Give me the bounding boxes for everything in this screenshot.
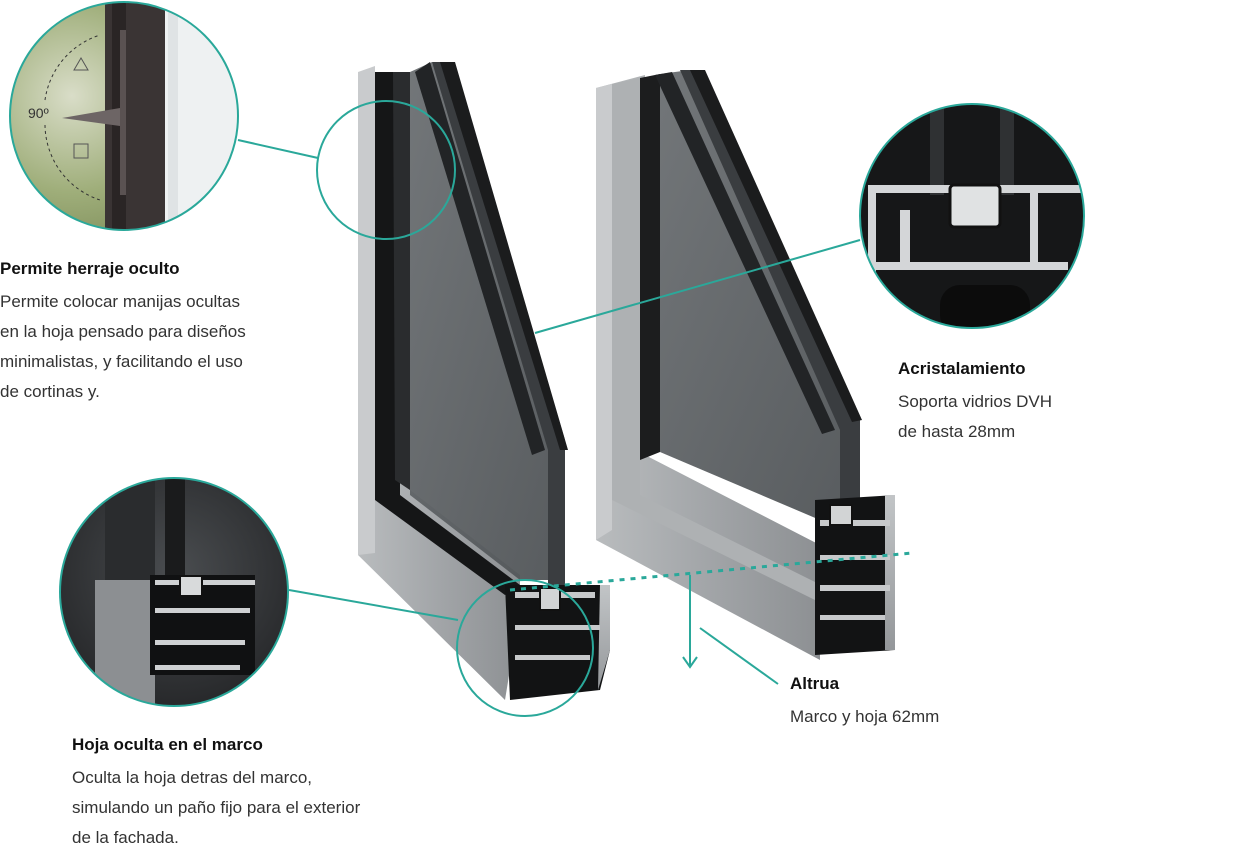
feature-text-line: en la hoja pensado para diseños: [0, 322, 246, 341]
connector-hardware: [237, 139, 319, 159]
feature-title: Hoja oculta en el marco: [72, 735, 263, 754]
feature-text-line: de hasta 28mm: [898, 422, 1016, 441]
right-window-profile: [596, 70, 895, 660]
feature-text-line: Soporta vidrios DVH: [898, 392, 1053, 411]
height-dimension: [509, 551, 913, 685]
callout-ring-hardware: [316, 100, 456, 240]
left-window-profile: [358, 62, 610, 700]
callout-ring-leaf: [456, 579, 594, 717]
feature-text-line: simulando un paño fijo para el exterior: [72, 798, 361, 817]
feature-text-line: de cortinas y.: [0, 382, 100, 401]
feature-text-line: minimalistas, y facilitando el uso: [0, 352, 243, 371]
feature-title: Altrua: [790, 674, 840, 693]
detail-hidden-leaf: [60, 478, 288, 706]
angle-label: 90º: [28, 105, 49, 121]
feature-glazing: Acristalamiento Soporta vidrios DVH de h…: [898, 358, 1138, 447]
feature-text-line: Oculta la hoja detras del marco,: [72, 768, 313, 787]
feature-hidden-hardware: Permite herraje oculto Permite colocar m…: [0, 258, 300, 407]
feature-height: Altrua Marco y hoja 62mm: [790, 673, 1010, 732]
feature-text-line: Marco y hoja 62mm: [790, 707, 940, 726]
feature-text-line: Permite colocar manijas ocultas: [0, 292, 240, 311]
feature-hidden-leaf: Hoja oculta en el marco Oculta la hoja d…: [72, 734, 452, 853]
detail-glazing: [860, 104, 1084, 328]
connector-glazing: [534, 239, 861, 334]
feature-title: Acristalamiento: [898, 359, 1026, 378]
feature-text-line: de la fachada.: [72, 828, 179, 847]
feature-title: Permite herraje oculto: [0, 259, 180, 278]
connector-leaf: [288, 589, 459, 621]
